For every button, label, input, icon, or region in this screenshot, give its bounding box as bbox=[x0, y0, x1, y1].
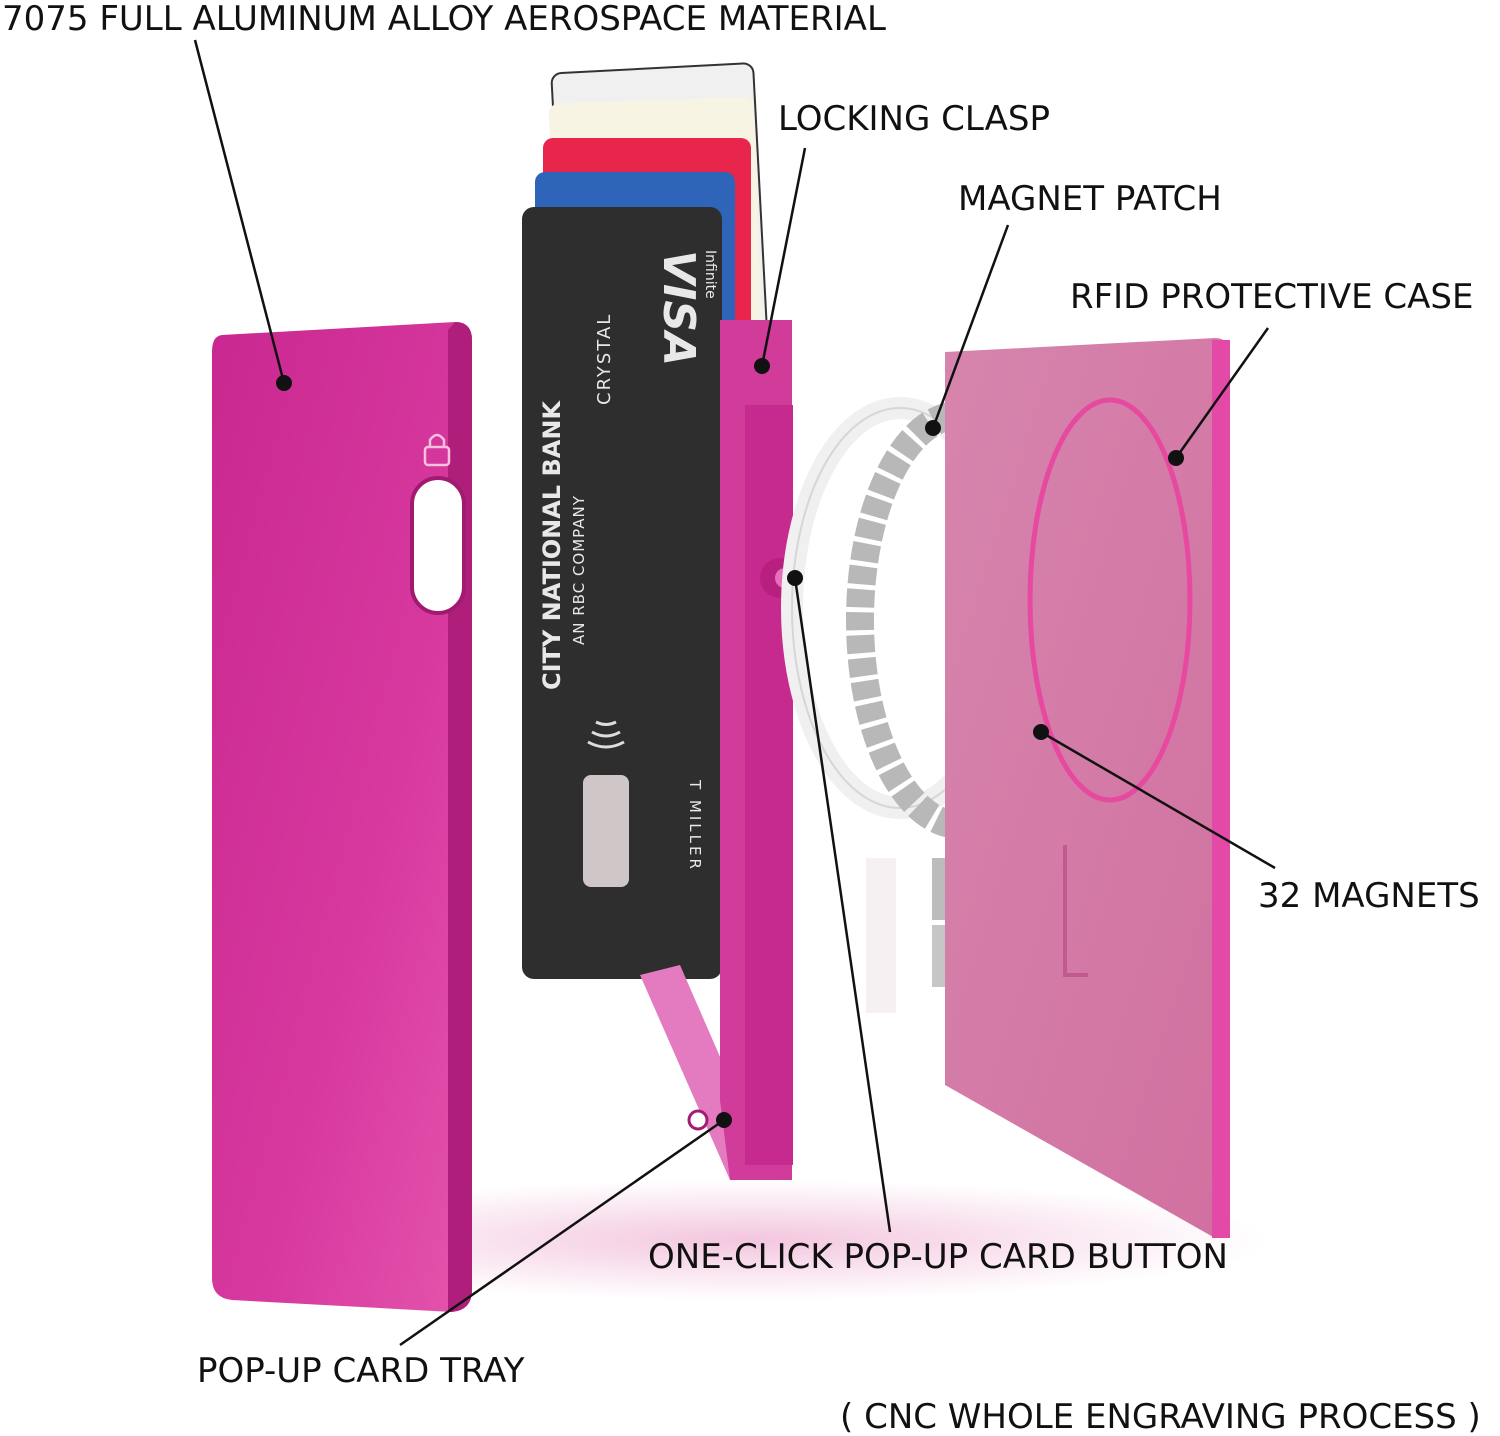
label-popup-button: ONE-CLICK POP-UP CARD BUTTON bbox=[648, 1237, 1228, 1277]
rfid-protective-case bbox=[945, 338, 1230, 1238]
chip-icon bbox=[583, 775, 629, 887]
thumb-slot bbox=[410, 476, 466, 615]
floor-shadow bbox=[230, 1180, 1270, 1300]
label-rfid-case: RFID PROTECTIVE CASE bbox=[1070, 277, 1473, 317]
credit-card: VISA Infinite CRYSTAL CITY NATIONAL BANK… bbox=[522, 207, 722, 979]
label-locking-clasp: LOCKING CLASP bbox=[778, 99, 1050, 139]
card-bank-name: CITY NATIONAL BANK bbox=[538, 400, 566, 690]
label-magnet-patch: MAGNET PATCH bbox=[958, 179, 1222, 219]
label-card-tray: POP-UP CARD TRAY bbox=[197, 1351, 525, 1391]
card-holder: T MILLER bbox=[686, 779, 704, 872]
pop-up-card-tray bbox=[640, 320, 800, 1180]
card-brand: VISA bbox=[653, 250, 704, 366]
leader-lines bbox=[193, 39, 1276, 1347]
card-bank-subtitle: AN RBC COMPANY bbox=[570, 495, 588, 645]
contactless-icon bbox=[587, 720, 625, 749]
aluminum-shell bbox=[212, 322, 472, 1312]
card-tier: CRYSTAL bbox=[594, 313, 615, 405]
label-process: ( CNC WHOLE ENGRAVING PROCESS ) bbox=[840, 1397, 1481, 1436]
card-stack: VISA Infinite CRYSTAL CITY NATIONAL BANK… bbox=[522, 62, 770, 979]
lock-icon bbox=[423, 433, 451, 467]
label-material: 7075 FULL ALUMINUM ALLOY AEROSPACE MATER… bbox=[2, 0, 886, 39]
label-32-magnets: 32 MAGNETS bbox=[1258, 876, 1480, 916]
card-brand-sub: Infinite bbox=[702, 250, 718, 299]
